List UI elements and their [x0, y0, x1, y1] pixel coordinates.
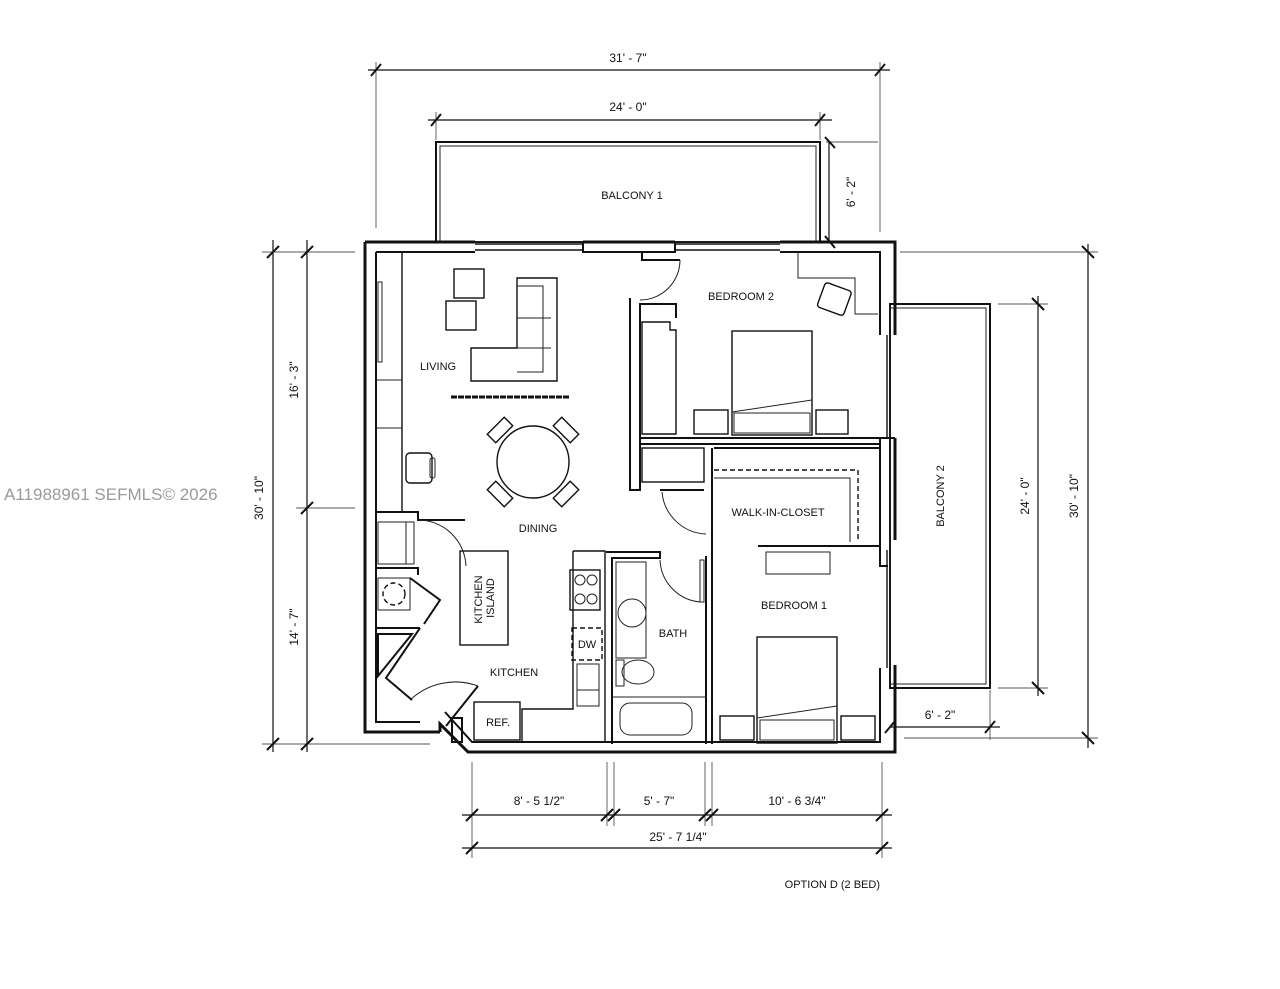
dimension-overall-width: 31' - 7" — [368, 51, 890, 232]
kitchen-island-label-2: ISLAND — [485, 578, 497, 618]
balcony2-length-label: 24' - 0" — [1018, 477, 1032, 514]
overall-width-label: 31' - 7" — [609, 51, 646, 65]
bath-label: BATH — [659, 628, 688, 640]
living-label: LIVING — [420, 361, 456, 373]
bottom-seg3-label: 10' - 6 3/4" — [768, 794, 825, 808]
kitchen-island-label-1: KITCHEN — [473, 575, 485, 623]
balcony2-depth-label: 6' - 2" — [925, 708, 956, 722]
overall-depth-left-label: 30' - 10" — [252, 476, 266, 520]
kitchen-counters: DW KITCHEN REF. — [473, 550, 606, 742]
bedroom-2: BEDROOM 2 — [693, 252, 878, 436]
interior-walls: WALK-IN-CLOSET BATH — [606, 252, 895, 744]
living-furniture: LIVING — [420, 268, 569, 399]
dishwasher-label: DW — [578, 639, 597, 651]
kitchen-island: KITCHEN ISLAND — [459, 550, 509, 646]
balcony1-label: BALCONY 1 — [601, 190, 663, 202]
watermark: A11988961 SEFMLS© 2026 — [4, 485, 218, 504]
balcony1-depth-label: 6' - 2" — [844, 177, 858, 208]
upper-depth-left-label: 16' - 3" — [287, 361, 301, 398]
kitchen-label: KITCHEN — [490, 667, 538, 679]
dining-table: DINING — [486, 416, 580, 535]
exterior-walls — [363, 240, 897, 754]
refrigerator-label: REF. — [486, 717, 510, 729]
balcony1-width-label: 24' - 0" — [609, 100, 646, 114]
desk-chair — [405, 452, 436, 484]
svg-text:KITCHEN ISLAND: KITCHEN ISLAND — [473, 572, 497, 623]
dimension-right: 24' - 0" 30' - 10" 6' - 2" — [884, 244, 1098, 748]
bedroom-1: BEDROOM 1 — [719, 600, 876, 744]
dimension-balcony1-width: 24' - 0" — [428, 100, 832, 140]
bedroom1-label: BEDROOM 1 — [761, 600, 827, 612]
overall-depth-right-label: 30' - 10" — [1067, 474, 1081, 518]
bedroom2-label: BEDROOM 2 — [708, 291, 774, 303]
bottom-total-label: 25' - 7 1/4" — [649, 830, 706, 844]
lower-depth-left-label: 14' - 7" — [287, 608, 301, 645]
balcony2-label: BALCONY 2 — [935, 465, 947, 527]
entry-door — [409, 681, 479, 743]
dimension-balcony1-depth: 6' - 2" — [824, 136, 878, 249]
walk-in-closet-label: WALK-IN-CLOSET — [731, 507, 824, 519]
dimension-bottom: 8' - 5 1/2" 5' - 7" 10' - 6 3/4" 25' - 7… — [462, 762, 892, 858]
bottom-seg2-label: 5' - 7" — [644, 794, 675, 808]
plan-title: OPTION D (2 BED) — [785, 879, 880, 891]
balcony-2: BALCONY 2 — [889, 303, 991, 689]
balcony-1: BALCONY 1 — [435, 141, 821, 243]
dining-label: DINING — [519, 523, 558, 535]
dimension-left: 30' - 10" 16' - 3" 14' - 7" — [252, 240, 430, 752]
bottom-seg1-label: 8' - 5 1/2" — [514, 794, 565, 808]
left-built-ins — [376, 252, 467, 701]
